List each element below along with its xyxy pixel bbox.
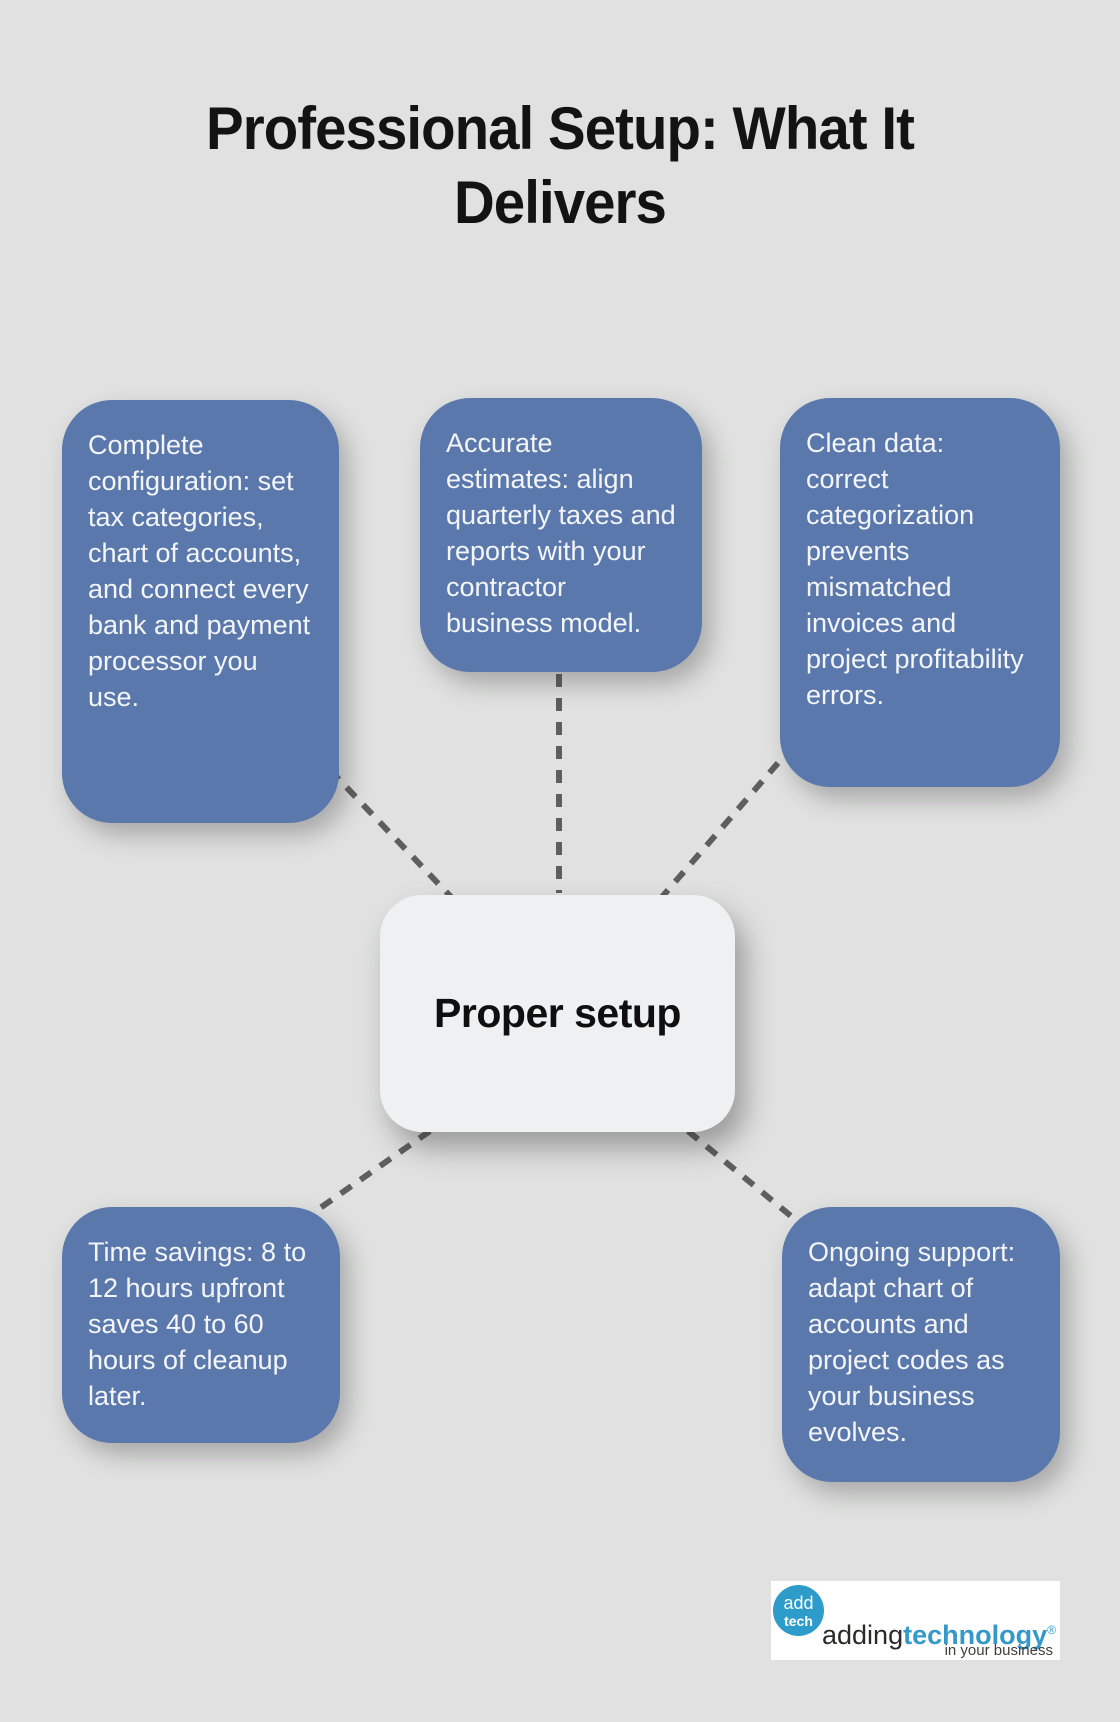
node-ongoing-support-text: Ongoing support: adapt chart of accounts… (808, 1237, 1016, 1447)
node-clean-data-text: Clean data: correct categorization preve… (806, 428, 1024, 710)
page-title: Professional Setup: What It Delivers (206, 95, 915, 236)
addtech-badge-icon: add tech (773, 1585, 824, 1636)
brand-adding-text: adding (822, 1620, 904, 1650)
node-time-savings-text: Time savings: 8 to 12 hours upfront save… (88, 1237, 307, 1411)
brand-wordmark: addingtechnology® (822, 1615, 1056, 1650)
connector-top-right (659, 761, 781, 899)
brand-logo: add tech addingtechnology® in your busin… (771, 1581, 1060, 1660)
brand-tagline: in your business (944, 1642, 1053, 1659)
node-accurate-estimates-text: Accurate estimates: align quarterly taxe… (446, 428, 676, 638)
badge-add-text: add (783, 1593, 814, 1613)
connector-top-left (327, 767, 455, 901)
node-clean-data: Clean data: correct categorization preve… (780, 398, 1060, 787)
connector-bottom-right (686, 1128, 793, 1219)
node-complete-configuration: Complete configuration: set tax categori… (62, 400, 339, 823)
node-complete-configuration-text: Complete configuration: set tax categori… (88, 430, 311, 712)
node-time-savings: Time savings: 8 to 12 hours upfront save… (62, 1207, 340, 1443)
center-node-label: Proper setup (434, 990, 681, 1036)
node-ongoing-support: Ongoing support: adapt chart of accounts… (782, 1207, 1060, 1482)
center-node-proper-setup: Proper setup (380, 895, 735, 1132)
registered-mark-icon: ® (1047, 1623, 1056, 1637)
connector-bottom-left (311, 1128, 432, 1216)
node-accurate-estimates: Accurate estimates: align quarterly taxe… (420, 398, 702, 672)
badge-tech-text: tech (784, 1613, 813, 1629)
brand-technology-text: technology (903, 1620, 1048, 1650)
